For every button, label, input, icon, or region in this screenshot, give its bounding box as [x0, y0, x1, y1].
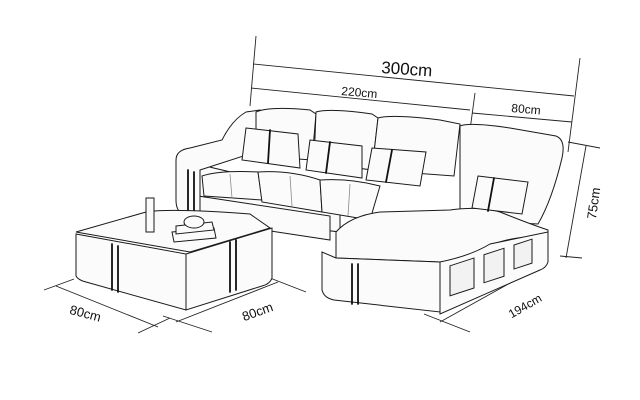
- coffee-table: [75, 197, 273, 311]
- dimension-lines: [43, 35, 601, 334]
- dimension-label-chaise-width: 80cm: [510, 101, 542, 118]
- sofa-main-section: [175, 107, 461, 241]
- sofa-chaise-section: [321, 123, 564, 315]
- dimension-label-main-section: 220cm: [340, 84, 378, 102]
- dimension-label-total-width: 300cm: [380, 58, 433, 81]
